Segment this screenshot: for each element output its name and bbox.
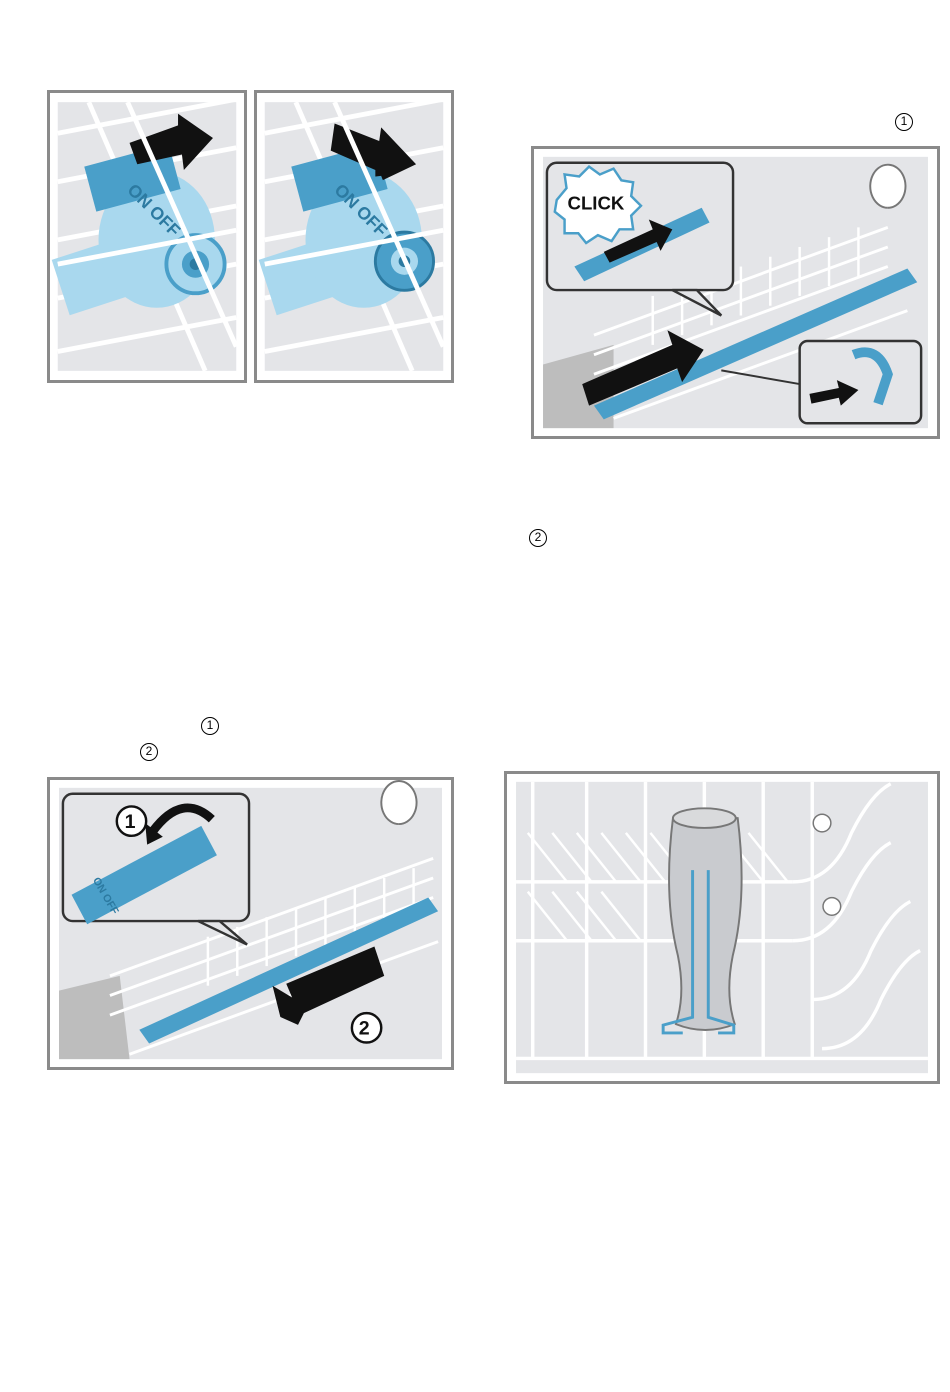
step-marker-2-left: 2 [140, 743, 158, 761]
remove-spray-illustration: 2 ON OFF 1 [50, 780, 451, 1067]
step-marker-1-left: 1 [201, 717, 219, 735]
switch-off-illustration: ON OFF [257, 93, 451, 380]
figure-remove-spray: 2 ON OFF 1 [47, 777, 454, 1070]
figure-glass-rack [504, 771, 940, 1084]
step-marker-1-top: 1 [895, 113, 913, 131]
figure-attach-spray: CLICK [531, 146, 940, 439]
switch-on-illustration: ON OFF [50, 93, 244, 380]
attach-spray-illustration: CLICK [534, 149, 937, 436]
figure-switch-on: ON OFF [47, 90, 247, 383]
callout-2-label: 2 [359, 1018, 370, 1040]
callout-1-label: 1 [125, 811, 136, 833]
click-label: CLICK [568, 193, 625, 214]
glass-rack-illustration [507, 774, 937, 1081]
figure-switch-off: ON OFF [254, 90, 454, 383]
step-marker-2-right: 2 [529, 529, 547, 547]
